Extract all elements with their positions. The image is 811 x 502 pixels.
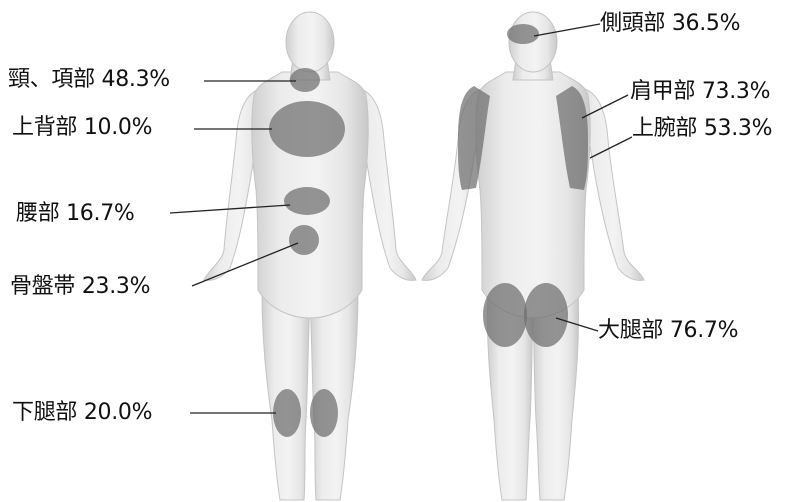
thigh-label: 大腿部 76.7% bbox=[598, 318, 738, 344]
thigh-label-name: 大腿部 bbox=[598, 318, 663, 343]
front-view-figure bbox=[422, 12, 644, 500]
lower-leg-label-value: 20.0% bbox=[84, 400, 152, 425]
upper-back-region bbox=[269, 101, 345, 157]
neck-region bbox=[290, 68, 320, 92]
neck-label-value: 48.3% bbox=[102, 67, 170, 92]
lower-back-label: 腰部 16.7% bbox=[16, 201, 135, 227]
thigh-region-right bbox=[524, 283, 568, 347]
scapular-label: 肩甲部 73.3% bbox=[630, 79, 770, 105]
pelvis-label-value: 23.3% bbox=[82, 274, 150, 299]
scapular-label-name: 肩甲部 bbox=[630, 79, 695, 104]
pelvis-label: 骨盤帯 23.3% bbox=[10, 274, 150, 300]
scapular-label-value: 73.3% bbox=[702, 79, 770, 104]
temporal-label-value: 36.5% bbox=[672, 11, 740, 36]
pelvis-label-name: 骨盤帯 bbox=[10, 274, 75, 299]
lower-leg-region-right bbox=[310, 389, 338, 437]
upper-arm-label-name: 上腕部 bbox=[632, 116, 697, 141]
lower-leg-label-name: 下腿部 bbox=[12, 400, 77, 425]
upper-back-label: 上背部 10.0% bbox=[12, 115, 152, 141]
lower-back-region bbox=[284, 187, 330, 215]
upper-back-label-name: 上背部 bbox=[12, 115, 77, 140]
lower-back-label-value: 16.7% bbox=[66, 201, 134, 226]
neck-label: 頸、項部 48.3% bbox=[8, 67, 170, 93]
upper-arm-label: 上腕部 53.3% bbox=[632, 116, 772, 142]
temporal-label-name: 側頭部 bbox=[600, 11, 665, 36]
lower-back-label-name: 腰部 bbox=[16, 201, 59, 226]
thigh-label-value: 76.7% bbox=[670, 318, 738, 343]
upper-back-label-value: 10.0% bbox=[84, 115, 152, 140]
pelvis-region bbox=[289, 225, 319, 255]
upper-arm-label-value: 53.3% bbox=[704, 116, 772, 141]
lower-leg-label: 下腿部 20.0% bbox=[12, 400, 152, 426]
lower-leg-region-left bbox=[273, 389, 301, 437]
neck-label-name: 頸、項部 bbox=[8, 67, 95, 92]
thigh-region-left bbox=[483, 283, 527, 347]
temporal-region bbox=[507, 24, 539, 44]
temporal-label: 側頭部 36.5% bbox=[600, 11, 740, 37]
